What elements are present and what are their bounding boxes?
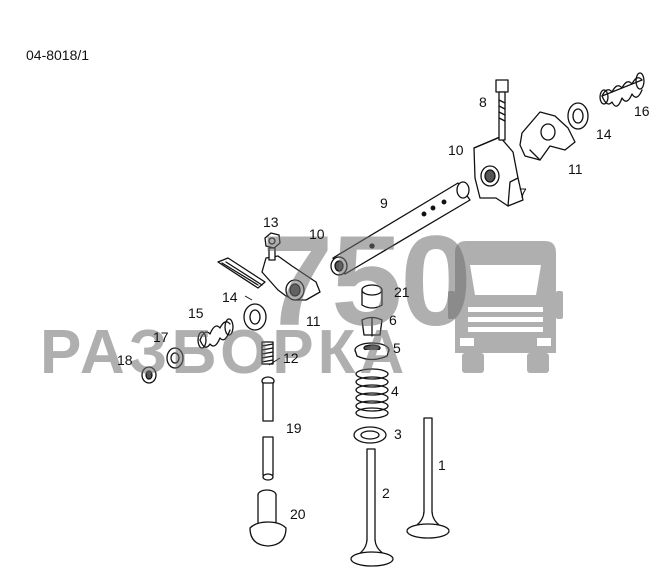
rocker-spring-upper — [599, 72, 645, 107]
callout-19: 19 — [286, 420, 302, 436]
callout-7: 7 — [519, 185, 527, 201]
thrust-washer-lower — [243, 303, 267, 331]
spring-retainer — [354, 342, 390, 361]
tappet — [249, 489, 287, 547]
callout-5: 5 — [393, 340, 401, 356]
callout-20: 20 — [290, 506, 306, 522]
callout-3: 3 — [394, 426, 402, 442]
callout-4: 4 — [391, 383, 399, 399]
callout-17: 17 — [153, 329, 169, 345]
callout-12: 12 — [283, 350, 299, 366]
circlip — [141, 366, 157, 384]
rocker-shaft — [330, 182, 471, 276]
valve-cap — [361, 284, 383, 309]
callout-10-upper: 10 — [448, 142, 464, 158]
watermark-number: 750 — [262, 210, 472, 353]
valve-keepers — [361, 316, 383, 337]
bolt — [495, 79, 509, 141]
callout-2: 2 — [382, 485, 390, 501]
rocker-arm-upper — [519, 111, 576, 161]
rocker-arm-lower — [217, 247, 321, 301]
valve-intake — [406, 417, 450, 539]
watermark-word: РАЗБОРКА — [40, 318, 409, 387]
callout-16: 16 — [634, 103, 650, 119]
callout-15: 15 — [188, 305, 204, 321]
washer — [166, 347, 184, 369]
document-code: 04-8018/1 — [26, 47, 90, 63]
valve-spring — [355, 368, 389, 419]
shaft-end-plug-upper — [456, 181, 470, 199]
callout-8: 8 — [479, 94, 487, 110]
callout-13: 13 — [263, 214, 279, 230]
callout-14-lower: 14 — [222, 289, 238, 305]
callout-21: 21 — [394, 284, 410, 300]
callout-10-lower: 10 — [309, 226, 325, 242]
pushrod-spring — [261, 341, 274, 365]
callout-18: 18 — [117, 352, 133, 368]
callout-11-lower: 11 — [306, 313, 321, 329]
spring-seat — [353, 426, 387, 444]
adjusting-nut — [264, 232, 281, 249]
pushrod — [261, 376, 275, 481]
rocker-support — [473, 136, 524, 207]
thrust-washer-upper — [567, 102, 589, 130]
callout-11-upper: 11 — [568, 161, 583, 177]
callout-14-upper: 14 — [596, 126, 612, 142]
leader-lines — [244, 295, 281, 366]
rocker-spring-lower — [197, 318, 234, 349]
truck-icon — [448, 241, 563, 373]
valve-exhaust — [350, 448, 394, 567]
callout-1: 1 — [438, 457, 446, 473]
callout-6: 6 — [389, 312, 397, 328]
callout-9: 9 — [380, 195, 388, 211]
